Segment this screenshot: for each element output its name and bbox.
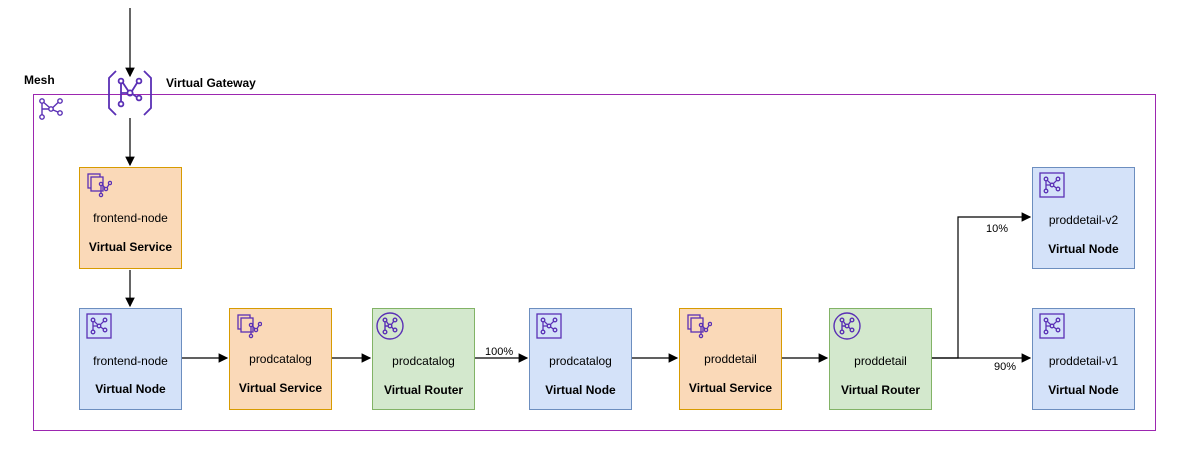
- node-name: proddetail-v2: [1048, 213, 1119, 227]
- prodcatalog-virtual-service[interactable]: prodcatalog Virtual Service: [229, 308, 332, 410]
- virtual-service-icon: [687, 314, 712, 339]
- mesh-label: Mesh: [24, 73, 55, 87]
- node-kind: Virtual Node: [1048, 242, 1119, 256]
- proddetail-v1-route-weight: 90%: [994, 361, 1017, 373]
- virtual-gateway-label: Virtual Gateway: [166, 76, 256, 90]
- node-name: proddetail-v1: [1048, 354, 1119, 368]
- proddetail-virtual-service[interactable]: proddetail Virtual Service: [679, 308, 782, 410]
- service-name: proddetail: [704, 352, 757, 366]
- virtual-node-icon: [86, 313, 112, 339]
- proddetail-v2-route-weight: 10%: [986, 223, 1009, 235]
- node-name: frontend-node: [93, 354, 168, 368]
- prodcatalog-route-weight: 100%: [485, 346, 514, 358]
- virtual-node-icon: [1039, 313, 1065, 339]
- prodcatalog-virtual-router[interactable]: prodcatalog Virtual Router: [372, 308, 475, 410]
- node-kind: Virtual Node: [545, 383, 616, 397]
- mesh-boundary: [33, 94, 1156, 431]
- router-kind: Virtual Router: [383, 383, 464, 397]
- proddetail-v2-virtual-node[interactable]: proddetail-v2 Virtual Node: [1032, 167, 1135, 269]
- virtual-service-icon: [87, 173, 112, 198]
- virtual-service-icon: [237, 314, 262, 339]
- service-name: frontend-node: [93, 211, 168, 225]
- node-kind: Virtual Node: [95, 382, 166, 396]
- router-kind: Virtual Router: [840, 383, 921, 397]
- service-kind: Virtual Service: [88, 240, 173, 254]
- router-name: prodcatalog: [392, 354, 455, 368]
- frontend-virtual-service[interactable]: frontend-node Virtual Service: [79, 167, 182, 269]
- mesh-icon: [39, 98, 63, 120]
- proddetail-virtual-router[interactable]: proddetail Virtual Router: [829, 308, 932, 410]
- virtual-node-icon: [1039, 172, 1065, 198]
- service-name: prodcatalog: [249, 352, 312, 366]
- virtual-router-icon: [376, 312, 404, 340]
- router-name: proddetail: [854, 354, 907, 368]
- virtual-gateway-icon: [108, 70, 152, 116]
- prodcatalog-virtual-node[interactable]: prodcatalog Virtual Node: [529, 308, 632, 410]
- proddetail-v1-virtual-node[interactable]: proddetail-v1 Virtual Node: [1032, 308, 1135, 410]
- frontend-virtual-node[interactable]: frontend-node Virtual Node: [79, 308, 182, 410]
- service-kind: Virtual Service: [688, 381, 773, 395]
- node-name: prodcatalog: [549, 354, 612, 368]
- virtual-node-icon: [536, 313, 562, 339]
- node-kind: Virtual Node: [1048, 383, 1119, 397]
- service-kind: Virtual Service: [238, 381, 323, 395]
- virtual-router-icon: [833, 312, 861, 340]
